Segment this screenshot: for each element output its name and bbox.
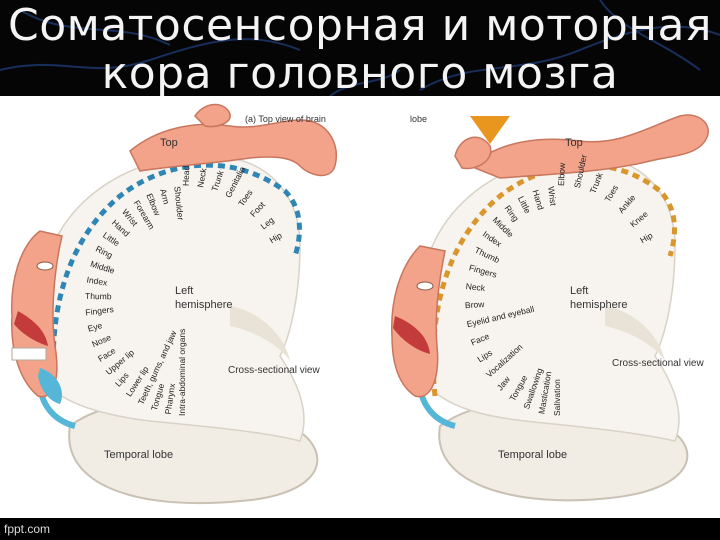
sensory-part-label: Neck [195, 167, 208, 189]
homunculus-tongue-left [38, 368, 62, 404]
sensory-part-label: Fingers [85, 304, 114, 317]
homunculus-hand-left [194, 103, 231, 128]
motor-part-label: Brow [465, 299, 486, 310]
motor-part-label: Neck [465, 281, 486, 293]
footer-bar: fppt.com [0, 518, 720, 540]
title-line-2: кора головного мозга [101, 48, 619, 99]
sensory-part-label: Intra-abdominal organs [177, 329, 187, 416]
inner-fold-left [230, 306, 290, 361]
sensory-part-label: Thumb [85, 291, 112, 301]
top-label-right: Top [565, 137, 583, 149]
sensory-part-label: Head [181, 165, 192, 186]
motor-part-label: Salivation [552, 379, 562, 416]
homunculus-mouth-right [393, 316, 430, 354]
hemisphere-label-right-1: Left [570, 285, 588, 297]
sensory-part-label: Shoulder [172, 186, 186, 221]
homunculus-lips-left [14, 311, 48, 346]
lobe-fragment: lobe [410, 114, 427, 124]
inner-fold-right [605, 306, 665, 361]
sensory-part-label: Pharynx [163, 382, 178, 415]
motor-part-label: Wrist [546, 186, 558, 207]
slide-title: Соматосенсорная и моторная кора головног… [0, 2, 720, 98]
top-label-left: Top [160, 137, 178, 149]
homunculus-hand-right [454, 136, 492, 170]
footer-brand: fppt.com [4, 522, 51, 536]
homunculus-teeth-left [11, 347, 47, 361]
motor-strip [430, 162, 677, 397]
hemisphere-label-right-2: hemisphere [570, 299, 627, 311]
section-label-left: Cross-sectional view [228, 365, 320, 376]
caption-fragment-left: (a) Top view of brain [245, 114, 326, 124]
temporal-label-right: Temporal lobe [498, 449, 567, 461]
motor-part-label: Elbow [556, 162, 567, 186]
homunculus-eye-left [36, 261, 54, 271]
vein-texture [0, 0, 720, 96]
diagram-stage: (a) Top view of brain Top Left hemispher… [0, 96, 720, 518]
sensory-panel: (a) Top view of brain Top Left hemispher… [11, 103, 337, 505]
homunculus-diagram: (a) Top view of brain Top Left hemispher… [11, 103, 709, 505]
sensory-part-label: Arm [158, 188, 172, 206]
homunculus-eye-right [416, 281, 434, 291]
section-label-right: Cross-sectional view [612, 358, 704, 369]
title-band: Соматосенсорная и моторная кора головног… [0, 0, 720, 98]
title-line-1: Соматосенсорная и моторная [8, 0, 712, 51]
temporal-label-left: Temporal lobe [104, 449, 173, 461]
homunculus-body-left [129, 119, 337, 177]
orange-arrow [470, 116, 510, 144]
sensory-strip [50, 162, 302, 397]
motor-panel: lobe Top Left hemisphere Cross-sectional… [391, 114, 709, 502]
homunculus-body-right [468, 114, 709, 179]
hemisphere-label-left-1: Left [175, 285, 193, 297]
sensory-part-label: Index [86, 275, 109, 288]
hemisphere-label-left-2: hemisphere [175, 299, 232, 311]
sensory-part-label: Eye [86, 320, 103, 334]
